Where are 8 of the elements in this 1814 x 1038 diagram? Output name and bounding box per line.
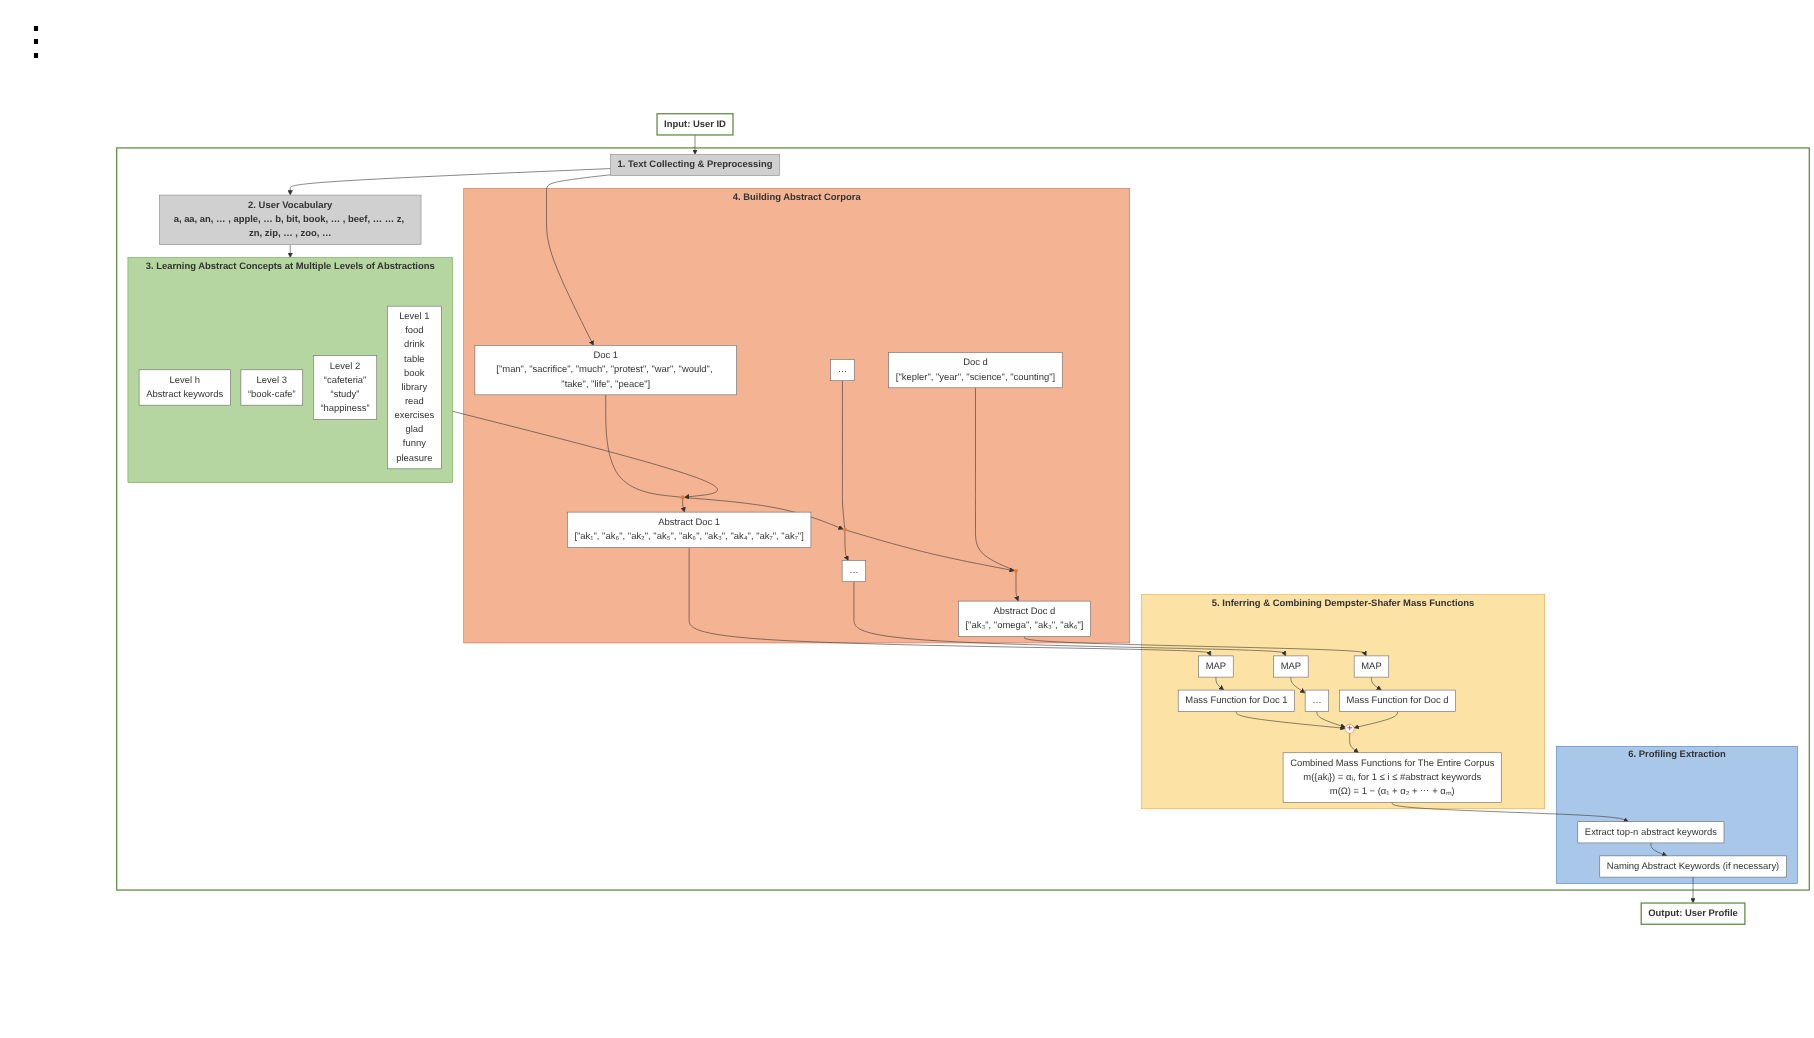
- node-circle: [842, 527, 847, 532]
- connector: [605, 394, 682, 498]
- node-circle: [680, 495, 685, 500]
- cluster: [116, 147, 1810, 891]
- connector: [975, 387, 1015, 571]
- connector: [842, 380, 845, 529]
- ellipsis-label: ⋮: [16, 18, 58, 66]
- node-circle: [1013, 569, 1019, 574]
